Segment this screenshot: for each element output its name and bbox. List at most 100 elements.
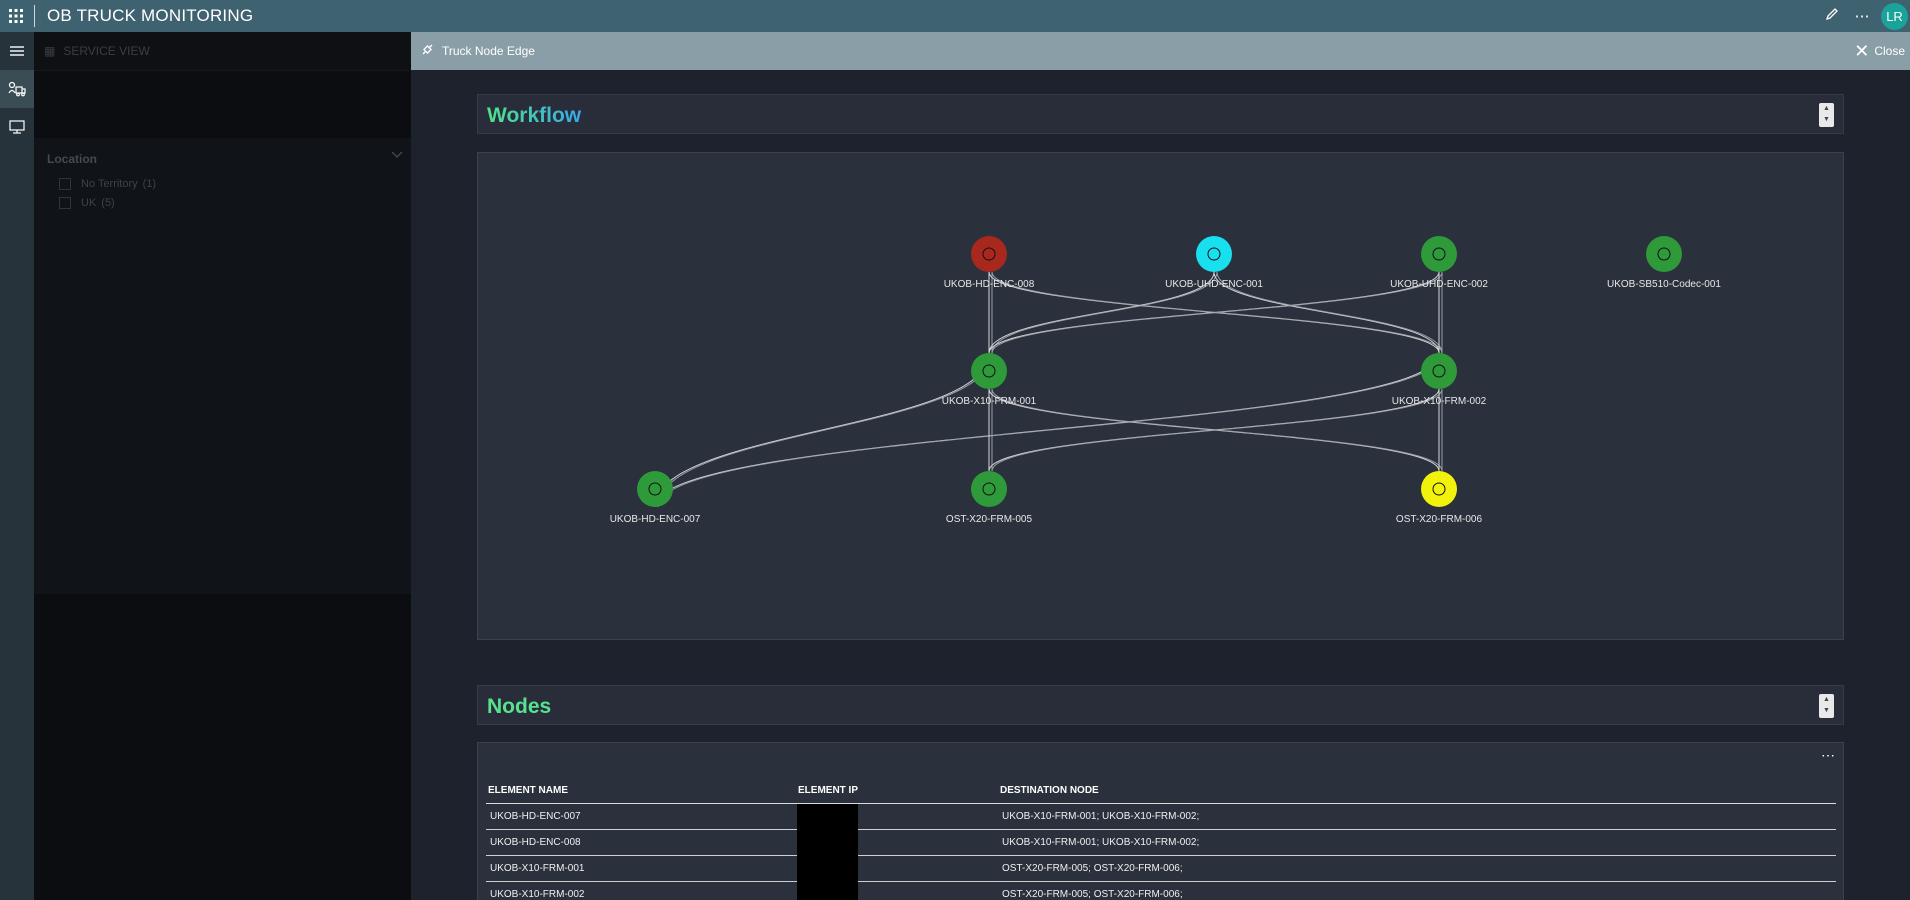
- service-view-header[interactable]: ▦ SERVICE VIEW: [34, 32, 411, 71]
- workflow-node-ukob-uhd-enc-001[interactable]: UKOB-UHD-ENC-001: [1165, 236, 1263, 290]
- edit-icon[interactable]: [1817, 7, 1847, 25]
- location-label: UK: [81, 197, 97, 209]
- close-button[interactable]: ✕ Close: [1854, 32, 1910, 70]
- cell-element-name: UKOB-X10-FRM-001: [490, 863, 585, 874]
- app-header: OB TRUCK MONITORING ⋯ LR: [0, 0, 1910, 32]
- app-title: OB TRUCK MONITORING: [47, 6, 254, 25]
- table-row[interactable]: UKOB-HD-ENC-007 UKOB-X10-FRM-001; UKOB-X…: [486, 804, 1836, 830]
- cell-destination-node: UKOB-X10-FRM-001; UKOB-X10-FRM-002;: [1002, 811, 1200, 822]
- nodes-section-header: Nodes ▲▼: [477, 685, 1844, 725]
- checkbox[interactable]: [59, 178, 71, 190]
- table-row[interactable]: UKOB-HD-ENC-008 UKOB-X10-FRM-001; UKOB-X…: [486, 830, 1836, 856]
- node-ring-icon: [1657, 247, 1671, 261]
- node-label: OST-X20-FRM-005: [946, 514, 1033, 525]
- close-label: Close: [1874, 44, 1905, 58]
- location-filter: Location No Territory (1) UK (5): [34, 138, 411, 594]
- workflow-node-ukob-hd-enc-008[interactable]: UKOB-HD-ENC-008: [944, 236, 1035, 290]
- workflow-node-ukob-x10-frm-002[interactable]: UKOB-X10-FRM-002: [1392, 353, 1487, 407]
- hamburger-menu-icon[interactable]: [0, 32, 34, 70]
- edge-ukob-uhd-enc-001-to-ukob-x10-frm-002-strand: [1216, 271, 1443, 354]
- node-status-circle[interactable]: [1421, 236, 1457, 272]
- edge-ukob-uhd-enc-002-to-ukob-x10-frm-001-strand: [991, 271, 1443, 354]
- close-icon: ✕: [1854, 40, 1870, 61]
- node-label: UKOB-X10-FRM-002: [1392, 396, 1487, 407]
- location-item-no-territory[interactable]: No Territory (1): [59, 178, 156, 190]
- location-count: (5): [101, 197, 115, 209]
- more-options-icon[interactable]: ⋯: [1854, 8, 1870, 25]
- node-status-circle[interactable]: [1196, 236, 1232, 272]
- workflow-node-ukob-uhd-enc-002[interactable]: UKOB-UHD-ENC-002: [1390, 236, 1488, 290]
- node-status-circle[interactable]: [1646, 236, 1682, 272]
- node-label: UKOB-UHD-ENC-002: [1390, 279, 1488, 290]
- cell-element-name: UKOB-HD-ENC-007: [490, 811, 581, 822]
- location-label: No Territory: [81, 178, 138, 190]
- node-status-circle[interactable]: [971, 353, 1007, 389]
- location-item-uk[interactable]: UK (5): [59, 197, 115, 209]
- table-row[interactable]: UKOB-X10-FRM-002 OST-X20-FRM-005; OST-X2…: [486, 882, 1836, 900]
- workflow-node-ost-x20-frm-006[interactable]: OST-X20-FRM-006: [1396, 471, 1483, 525]
- detail-header: Truck Node Edge ✕ Close: [411, 32, 1910, 70]
- node-status-circle[interactable]: [971, 236, 1007, 272]
- node-ring-icon: [1432, 364, 1446, 378]
- workflow-section-header: Workflow ▲▼: [477, 94, 1844, 134]
- column-header-element-ip[interactable]: ELEMENT IP: [798, 785, 859, 796]
- user-avatar[interactable]: LR: [1881, 2, 1908, 30]
- table-header: ELEMENT NAME ELEMENT IP DESTINATION NODE: [486, 777, 1836, 804]
- node-label: OST-X20-FRM-006: [1396, 514, 1483, 525]
- node-label: UKOB-SB510-Codec-001: [1607, 279, 1721, 290]
- edge-ukob-hd-enc-007-to-ukob-x10-frm-001-strand: [657, 352, 993, 508]
- edge-ukob-hd-enc-007-to-ukob-x10-frm-001: [654, 352, 990, 508]
- checkbox[interactable]: [59, 197, 71, 209]
- column-header-destination-node[interactable]: DESTINATION NODE: [1000, 785, 1099, 796]
- node-status-circle[interactable]: [1421, 471, 1457, 507]
- cell-destination-node: OST-X20-FRM-005; OST-X20-FRM-006;: [1002, 863, 1183, 874]
- node-label: UKOB-X10-FRM-001: [942, 396, 1037, 407]
- nodes-title: Nodes: [487, 695, 552, 718]
- node-status-circle[interactable]: [637, 471, 673, 507]
- location-title: Location: [47, 152, 97, 166]
- section-scroller[interactable]: ▲▼: [1819, 103, 1834, 127]
- cell-destination-node: UKOB-X10-FRM-001; UKOB-X10-FRM-002;: [1002, 837, 1200, 848]
- service-view-label: SERVICE VIEW: [63, 44, 150, 58]
- cell-destination-node: OST-X20-FRM-005; OST-X20-FRM-006;: [1002, 889, 1183, 900]
- column-header-element-name[interactable]: ELEMENT NAME: [488, 785, 568, 796]
- workflow-title: Workflow: [487, 104, 582, 127]
- service-view-panel: ▦ SERVICE VIEW Location No Territory (1)…: [34, 32, 411, 900]
- node-ring-icon: [982, 482, 996, 496]
- node-label: UKOB-HD-ENC-008: [944, 279, 1035, 290]
- workflow-node-ukob-x10-frm-001[interactable]: UKOB-X10-FRM-001: [942, 353, 1037, 407]
- workflow-graph-canvas[interactable]: UKOB-HD-ENC-008 UKOB-UHD-ENC-001 UKOB-UHD-…: [478, 153, 1845, 641]
- edge-ukob-x10-frm-002-to-ost-x20-frm-005-strand: [991, 388, 1443, 472]
- edge-ukob-uhd-enc-001-to-ukob-x10-frm-001: [988, 271, 1215, 354]
- service-view-icon: ▦: [44, 44, 56, 58]
- location-count: (1): [142, 178, 157, 190]
- workflow-node-ost-x20-frm-005[interactable]: OST-X20-FRM-005: [946, 471, 1033, 525]
- node-ring-icon: [1432, 482, 1446, 496]
- table-row[interactable]: UKOB-X10-FRM-001 OST-X20-FRM-005; OST-X2…: [486, 856, 1836, 882]
- app-launcher-icon[interactable]: [0, 0, 32, 32]
- cell-element-name: UKOB-HD-ENC-008: [490, 837, 581, 848]
- chevron-down-icon[interactable]: [391, 148, 403, 162]
- workflow-node-ukob-hd-enc-007[interactable]: UKOB-HD-ENC-007: [610, 471, 701, 525]
- node-ring-icon: [1207, 247, 1221, 261]
- node-ring-icon: [982, 364, 996, 378]
- workflow-graph[interactable]: UKOB-HD-ENC-008 UKOB-UHD-ENC-001 UKOB-UHD-…: [477, 152, 1844, 640]
- workflow-node-ukob-sb510-codec-001[interactable]: UKOB-SB510-Codec-001: [1607, 236, 1721, 290]
- truck-monitoring-icon[interactable]: [0, 70, 34, 108]
- edge-ukob-uhd-enc-001-to-ukob-x10-frm-002: [1213, 271, 1440, 354]
- node-ring-icon: [982, 247, 996, 261]
- nodes-table: ⋯ ELEMENT NAME ELEMENT IP DESTINATION NO…: [477, 742, 1844, 900]
- node-status-circle[interactable]: [1421, 353, 1457, 389]
- left-nav-rail: [0, 32, 34, 900]
- node-ring-icon: [648, 482, 662, 496]
- redacted-ip-block: [797, 804, 858, 900]
- node-label: UKOB-UHD-ENC-001: [1165, 279, 1263, 290]
- section-scroller[interactable]: ▲▼: [1819, 694, 1834, 718]
- cell-element-name: UKOB-X10-FRM-002: [490, 889, 585, 900]
- edge-ukob-uhd-enc-001-to-ukob-x10-frm-001-strand: [991, 271, 1218, 354]
- detail-title: Truck Node Edge: [442, 44, 535, 58]
- table-more-options-icon[interactable]: ⋯: [1821, 747, 1835, 763]
- node-status-circle[interactable]: [971, 471, 1007, 507]
- display-icon[interactable]: [0, 108, 34, 146]
- header-divider: [34, 5, 35, 27]
